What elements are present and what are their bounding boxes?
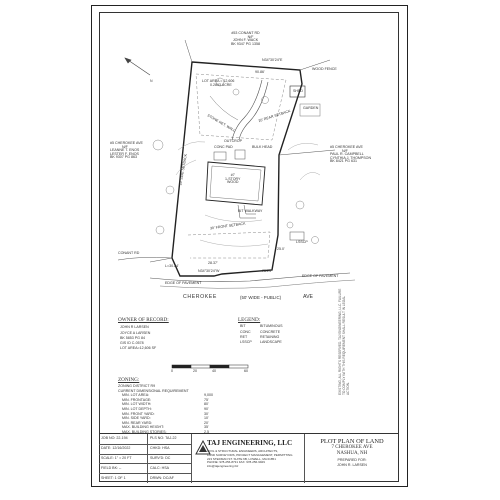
street-note: (50' WIDE - PUBLIC) <box>240 295 282 300</box>
owner-line: GIS ID C-0578 <box>120 341 144 346</box>
company-details: CIVIL & STRUCTURAL ENGINEERS, ARCHITECTS… <box>207 449 293 469</box>
shed-label: SHED <box>293 89 303 93</box>
bearing-bottom: N34°30'24"W <box>198 269 220 273</box>
plan-title: PLOT PLAN OF LAND <box>320 438 384 445</box>
calc: CALC: HSA <box>150 466 169 470</box>
drwn: DRWN: DC/AF <box>150 476 174 480</box>
zoning-row: MIN. SIDE YARD:10' <box>122 416 209 421</box>
walkway-label: BIT WALKWAY <box>238 209 263 213</box>
company-logo-icon <box>195 440 211 455</box>
owner-line: JOYCE A LARSEN <box>120 330 151 335</box>
zoning-row: MAX. BUILDING STORIES:2.5 <box>122 429 209 434</box>
dim-right: 25.0' <box>277 247 285 251</box>
pls-no: PLS NO: TAJ-22 <box>150 436 177 440</box>
sheet: SHEET: 1 OF 1 <box>101 476 126 480</box>
zoning-row: MIN. REAR YARD:20' <box>122 420 209 425</box>
street-suffix: AVE <box>303 294 313 300</box>
lot-boundary <box>171 61 303 277</box>
road-label-left: CONANT RD <box>118 251 140 255</box>
shed-outline <box>289 85 306 98</box>
north-arrow-icon: N <box>124 57 153 83</box>
zoning-row: MIN. LOT WIDTH:80' <box>122 402 209 407</box>
company-name: TAJ ENGINEERING, LLC <box>207 439 293 447</box>
bearing-top: N34°30'24"E <box>262 58 283 62</box>
copyright-note: EXISTING, ALL RIGHTS RESERVED. TAJ ENGIN… <box>338 288 350 395</box>
chkd: CHKD: HSA <box>150 446 170 450</box>
prepared-for-label: PREPARED FOR: <box>337 458 367 462</box>
plan-address: 7 CHEROKEE AVE <box>331 445 373 450</box>
scale-tick: 40 <box>212 369 216 373</box>
edge-pavement-label-left: EDGE OF PAVEMENT <box>165 281 202 285</box>
lsscp-label: LSSCP <box>296 240 308 244</box>
drawing-frame <box>99 12 399 482</box>
owner-of-record: OWNER OF RECORD: JOHN R LARSEN JOYCE A L… <box>118 317 169 351</box>
wood-fence-label: WOOD FENCE <box>312 67 337 71</box>
street-name: CHEROKEE <box>183 294 217 300</box>
outcrop-label: OUTCROP <box>224 139 242 143</box>
title-block: JOB NO: 22-194 PLS NO: TAJ-22 DATE: 12/1… <box>99 433 399 483</box>
zoning-row: MIN. LOT DEPTH:90' <box>122 406 209 411</box>
plan-city: NASHUA, NH <box>336 451 368 456</box>
plan-title-block: PLOT PLAN OF LAND 7 CHEROKEE AVE NASHUA,… <box>305 438 399 468</box>
zoning-row: MAX. BUILDING HEIGHT:35' <box>122 425 209 430</box>
scale-tick: 20 <box>193 369 197 373</box>
owner-line: LOT AREA=12,606 SF <box>120 346 157 351</box>
svg-text:N: N <box>150 79 153 83</box>
zoning-row: MIN. FRONTAGE:75' <box>122 397 209 402</box>
distance-top: 90.86' <box>255 70 265 74</box>
dim-front: 28.37' <box>208 261 218 265</box>
bulk-head-label: BULK HEAD <box>252 145 273 149</box>
house-outline <box>205 161 266 206</box>
zoning-table: ZONING: ZONING DISTRICT R9 CURRENT DIMEN… <box>118 377 238 436</box>
scale: SCALE: 1" = 20 FT <box>101 456 132 460</box>
edge-pavement-label-right: EDGE OF PAVEMENT <box>302 274 339 278</box>
distance-bottom: 75.24' <box>262 269 272 273</box>
job-no: JOB NO: 22-194 <box>101 436 128 440</box>
scale-bar <box>171 364 249 369</box>
client-name: JOHN R. LARSEN <box>337 463 367 467</box>
garden-label: GARDEN <box>303 106 319 110</box>
dim-left: L=30.24' <box>165 264 179 268</box>
date: DATE: 12/16/2022 <box>101 446 131 450</box>
zoning-row: MIN. LOT AREA:9,000 <box>122 393 213 398</box>
garden-outline <box>299 103 321 117</box>
scale-tick: 0 <box>171 369 173 373</box>
owner-line: BK 5853 PG 84 <box>120 335 145 340</box>
conc-pad-label: CONC PAD <box>214 145 233 149</box>
survd: SURV'D: DC <box>150 456 171 460</box>
owner-line: JOHN R LARSEN <box>120 325 149 330</box>
scale-tick: 60 <box>244 369 248 373</box>
field-bk: FIELD BK: -- <box>101 466 122 470</box>
zoning-row: MIN. FRONT YARD:30' <box>122 411 209 416</box>
